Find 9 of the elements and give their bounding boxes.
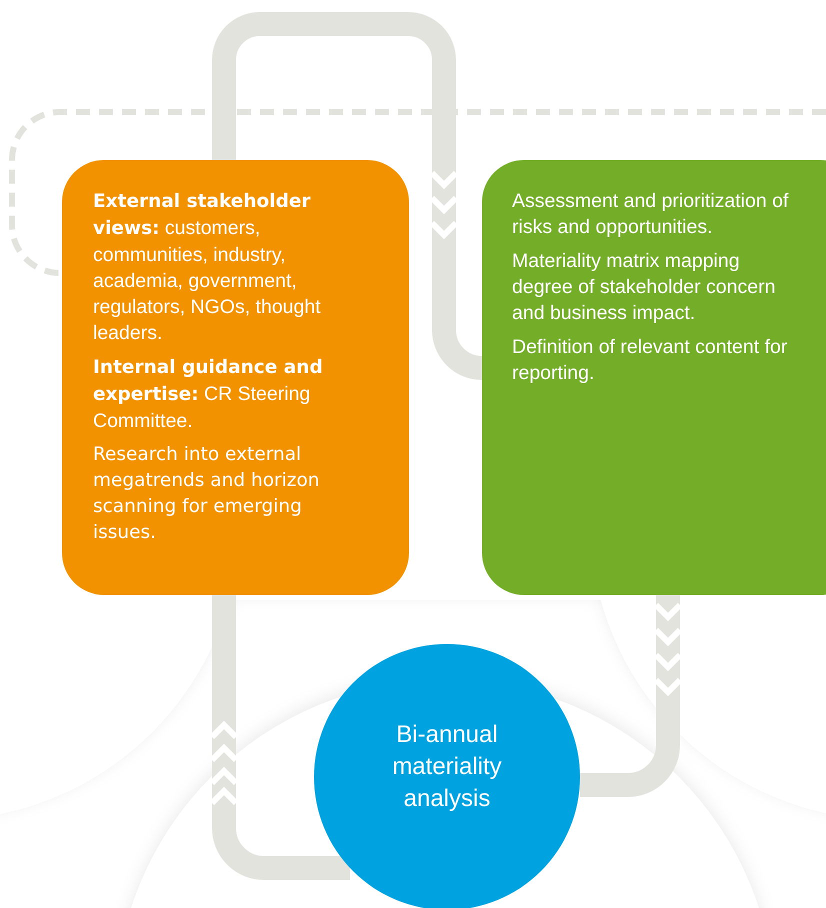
text-paragraph: Assessment and prioritization of risks and opportunities. [512, 189, 790, 240]
text-paragraph: Internal guidance and expertise: CR Steering Committee. [93, 356, 324, 434]
text-paragraph: Definition of relevant content for reporting. [512, 335, 788, 386]
text-paragraph: Research into external megatrends and horizon scanning for emerging issues. [93, 443, 321, 545]
text-paragraph: Materiality matrix mapping degree of stakeholder concern and business impact. [512, 249, 776, 326]
rounded-box [482, 160, 826, 595]
rounded-box [62, 160, 409, 595]
text-paragraph: External stakeholder views: customers, communities, industry, academia, government, regulators, NGOs, thought leaders. [93, 190, 322, 346]
text-paragraph: Bi-annual materiality analysis [391, 720, 503, 814]
